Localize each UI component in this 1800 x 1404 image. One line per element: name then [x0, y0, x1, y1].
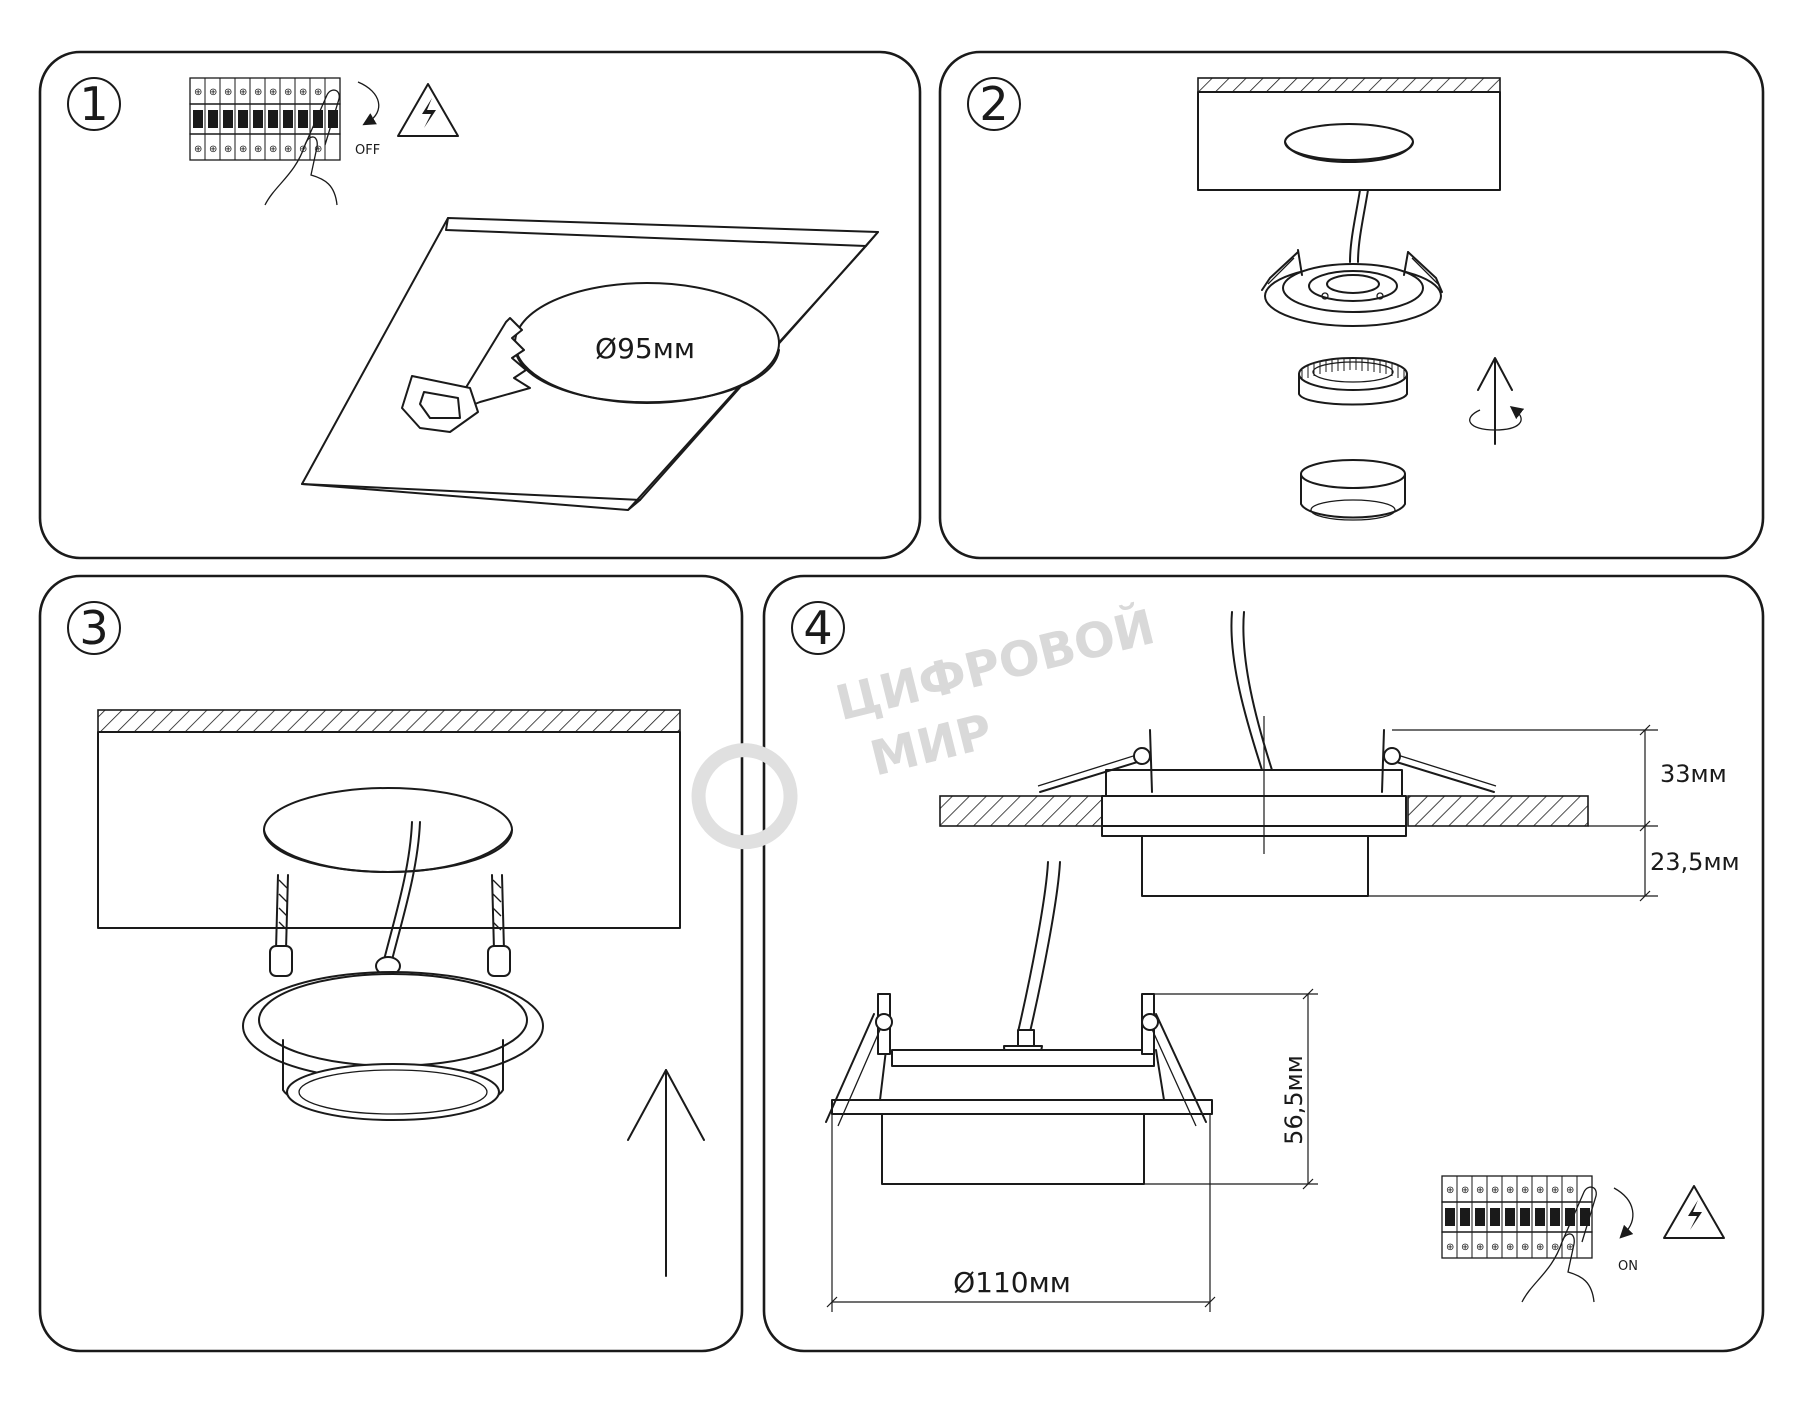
step-number-3: 3 [79, 601, 108, 655]
step-number-4: 4 [803, 601, 832, 655]
panel-step-4: 4 ЦИФРОВОЙ МИР 33мм 23,5мм [691, 574, 1765, 1353]
switch-off-label: OFF [355, 143, 380, 158]
step-number-2: 2 [979, 77, 1008, 131]
breaker-panel-icon [1441, 1175, 1593, 1259]
step-number-1: 1 [79, 77, 108, 131]
rotate-arrow-icon [1613, 1187, 1634, 1239]
up-arrow-icon [627, 1069, 705, 1277]
height-top-label: 33мм [1660, 760, 1727, 788]
panel-step-3: 3 [38, 574, 744, 1353]
height-bottom-label: 23,5мм [1650, 848, 1740, 876]
outer-diameter-label: Ø110мм [953, 1266, 1071, 1299]
panel-step-1: 1 OFF Ø95мм [38, 50, 922, 560]
saw-icon [401, 317, 531, 433]
total-height-label: 56,5мм [1280, 1055, 1308, 1145]
panel-step-2: 2 [938, 50, 1765, 560]
switch-on-label: ON [1618, 1259, 1638, 1274]
hole-diameter-label: Ø95мм [595, 332, 695, 365]
rotate-arrow-icon [357, 81, 380, 126]
rotate-arrow-icon [1469, 406, 1525, 431]
